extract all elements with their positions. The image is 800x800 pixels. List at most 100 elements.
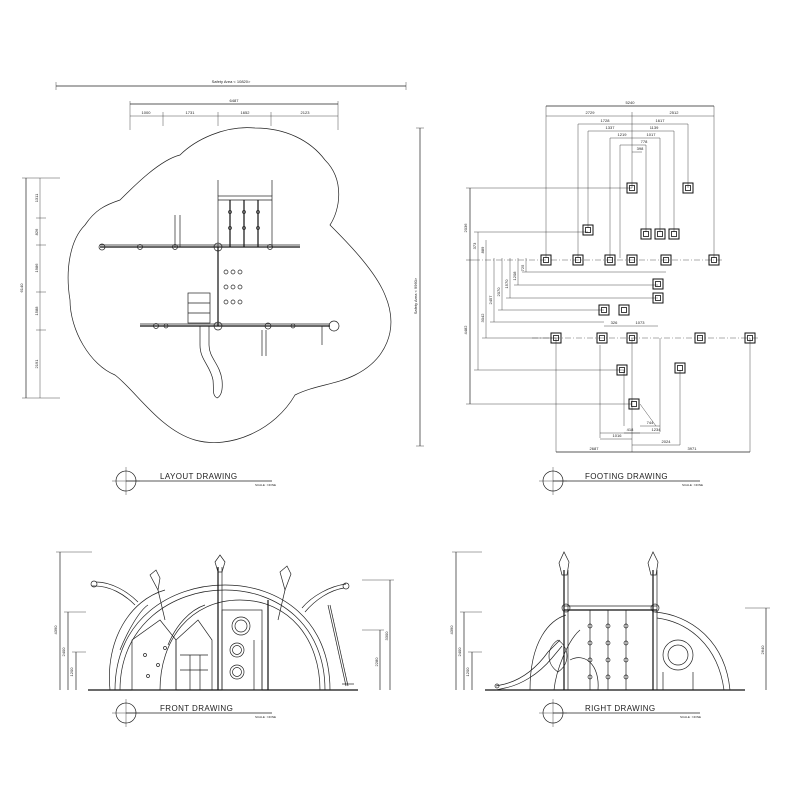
- footing-pad: [694, 332, 706, 344]
- footing-top-dim-8: 1219: [618, 132, 628, 137]
- footing-pad-post: [711, 257, 717, 263]
- right-right-dim-1: 2640: [760, 645, 765, 655]
- footing-pad-post: [629, 185, 635, 191]
- footing-title: FOOTING DRAWING: [585, 472, 668, 481]
- footing-mid-dim-2: 1073: [636, 320, 646, 325]
- front-title-block: FRONT DRAWING SCALE : NONE: [112, 699, 276, 727]
- footing-top-dim-6: 1337: [606, 125, 616, 130]
- footing-bottom-dim-5: 2024: [662, 439, 672, 444]
- top-dim-3: 1652: [241, 110, 251, 115]
- footing-top-dim-2: 2729: [586, 110, 596, 115]
- footing-scale: SCALE : NONE: [682, 483, 703, 487]
- front-left-dimensions: 4390 2400 1200: [53, 551, 92, 690]
- footing-pad: [652, 292, 664, 304]
- footing-pad: [640, 228, 652, 240]
- footing-top-dim-4: 1728: [601, 118, 611, 123]
- front-right-dim-2: 3300: [384, 631, 389, 641]
- footing-title-block: FOOTING DRAWING SCALE : NONE: [539, 467, 703, 495]
- footing-pad-post: [657, 231, 663, 237]
- footing-pad-post: [599, 335, 605, 341]
- front-drawing: 4390 2400 1200 2280 3300: [53, 551, 394, 727]
- footing-top-dim-5: 1617: [656, 118, 666, 123]
- footing-pad-post: [629, 335, 635, 341]
- side-dim-2: 826: [34, 228, 39, 235]
- footing-left-dim-3: 889: [480, 246, 485, 253]
- top-dim-2: 1731: [186, 110, 196, 115]
- footing-pad: [616, 364, 628, 376]
- footing-pad: [596, 332, 608, 344]
- footing-pad-post: [631, 401, 637, 407]
- side-dim-4: 1588: [34, 306, 39, 316]
- footing-pad: [660, 254, 672, 266]
- footing-left-dim-8: 2457: [488, 295, 493, 305]
- footing-top-dim-9: 1017: [647, 132, 657, 137]
- side-dim-1: 1311: [34, 193, 39, 202]
- footing-bottom-dimensions: 744 418 1016 1234 2024 2687 3971: [555, 338, 751, 453]
- front-right-dimensions: 2280 3300: [362, 579, 394, 690]
- footing-pad: [654, 228, 666, 240]
- footing-pad-post: [585, 227, 591, 233]
- safety-area-top-label: Safety Area < 10820>: [212, 79, 251, 84]
- footing-pad-post: [543, 257, 549, 263]
- front-right-dim-1: 2280: [374, 657, 379, 667]
- front-scale: SCALE : NONE: [255, 715, 276, 719]
- footing-pads: [540, 182, 756, 410]
- footing-bottom-dim-2: 418: [627, 427, 634, 432]
- footing-pad-post: [697, 335, 703, 341]
- footing-pad: [540, 254, 552, 266]
- layout-title: LAYOUT DRAWING: [160, 472, 237, 481]
- footing-pad: [550, 332, 562, 344]
- footing-pad: [618, 304, 630, 316]
- footing-pad-post: [629, 257, 635, 263]
- footing-pad-post: [619, 367, 625, 373]
- footing-pad: [626, 254, 638, 266]
- front-left-dim-1: 4390: [53, 625, 58, 635]
- footing-left-dim-9: 3042: [480, 313, 485, 323]
- footing-pad-post: [677, 365, 683, 371]
- footing-mid-dimensions: 326 1073: [604, 320, 658, 327]
- front-left-dim-3: 1200: [69, 667, 74, 677]
- side-dim-3: 1986: [34, 263, 39, 273]
- footing-pad-post: [607, 257, 613, 263]
- footing-left-dimensions: 2036 4482 373 889 3042 2457 2070 1570 12…: [463, 187, 666, 405]
- footing-pad: [652, 278, 664, 290]
- footing-left-dim-6: 1570: [504, 279, 509, 289]
- footing-pad-post: [655, 281, 661, 287]
- safety-area-top-dimension: Safety Area < 10820>: [55, 79, 407, 90]
- footing-pad: [744, 332, 756, 344]
- footing-pad: [626, 182, 638, 194]
- footing-pad-post: [643, 231, 649, 237]
- footing-top-dim-7: 1139: [650, 125, 659, 130]
- footing-bottom-dim-6: 2687: [590, 446, 600, 451]
- front-title: FRONT DRAWING: [160, 704, 233, 713]
- right-structure: [494, 551, 731, 691]
- right-right-dimensions: 2640: [745, 607, 770, 690]
- footing-mid-dim-1: 326: [611, 320, 618, 325]
- footing-top-dim-10: 778: [641, 139, 648, 144]
- footing-pad: [572, 254, 584, 266]
- footing-pad: [708, 254, 720, 266]
- overall-height-dimension: 6140 1311 826 1986 1588 2191: [19, 177, 60, 399]
- footing-pad: [668, 228, 680, 240]
- footing-pad-post: [747, 335, 753, 341]
- front-left-dim-2: 2400: [61, 647, 66, 657]
- footing-left-dim-10: 4482: [463, 325, 468, 335]
- layout-drawing: Safety Area < 10820> 6487 1000 1731 1652…: [19, 79, 424, 495]
- footing-pad: [582, 224, 594, 236]
- right-left-dimensions: 4390 2400 1200: [449, 551, 482, 690]
- layout-scale: SCALE : NONE: [255, 483, 276, 487]
- footing-left-dim-1: 2036: [463, 223, 468, 233]
- top-dim-1: 1000: [142, 110, 152, 115]
- footing-pad: [626, 332, 638, 344]
- footing-pad: [598, 304, 610, 316]
- overall-width-dimension: 6487 1000 1731 1652 2123: [129, 98, 339, 130]
- footing-pad-post: [655, 295, 661, 301]
- footing-left-dim-2: 373: [472, 242, 477, 249]
- side-dim-5: 2191: [34, 359, 39, 369]
- footing-top-dimensions: 5240 2729 2512 1728 1617 1337 1139 1219 …: [545, 100, 715, 258]
- footing-pad-post: [671, 231, 677, 237]
- layout-title-block: LAYOUT DRAWING SCALE : NONE: [112, 467, 276, 495]
- footing-pad-post: [553, 335, 559, 341]
- right-title-block: RIGHT DRAWING SCALE : NONE: [539, 699, 701, 727]
- overall-height-label: 6140: [19, 283, 24, 293]
